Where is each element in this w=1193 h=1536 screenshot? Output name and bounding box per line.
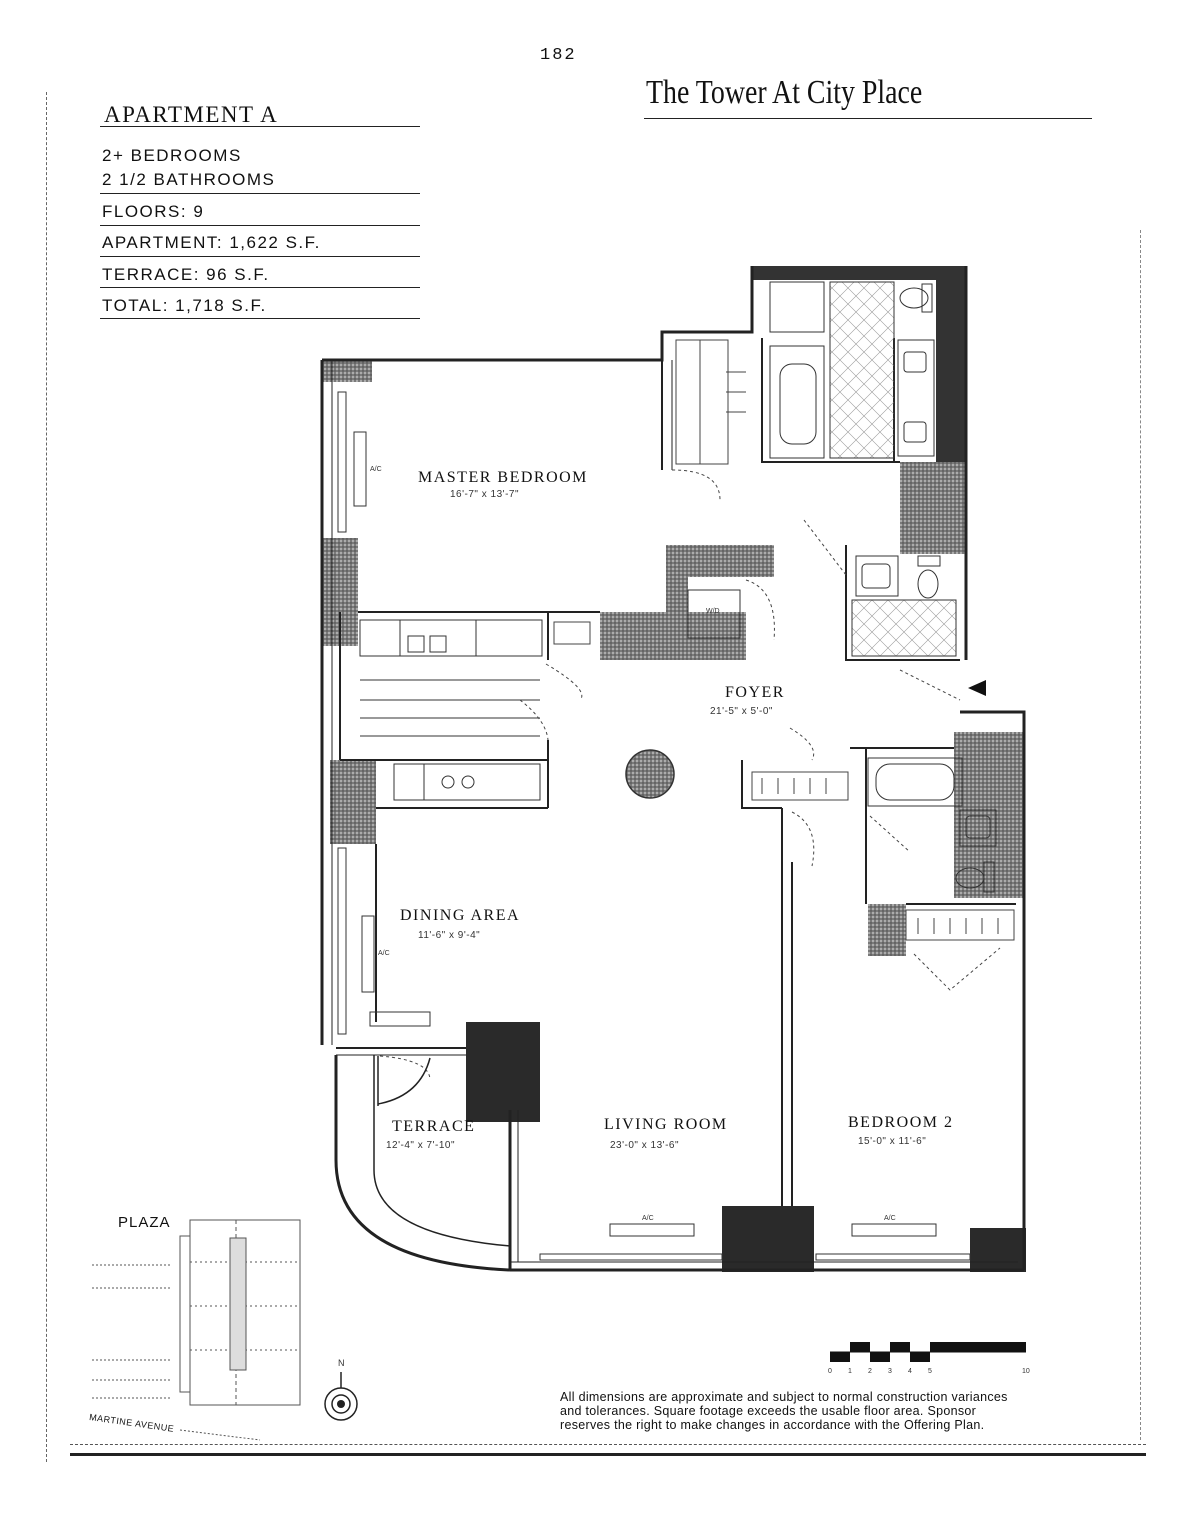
- ac-units: [353, 431, 937, 1237]
- total-area: TOTAL: 1,718 S.F.: [102, 296, 267, 315]
- round-column: [625, 749, 675, 799]
- ac-label: A/C: [642, 1215, 654, 1222]
- dining-area-dims: 11'-6" x 9'-4": [418, 930, 481, 941]
- spec-divider: [100, 287, 420, 288]
- structural-columns: [322, 266, 1026, 1272]
- scale-tick: 4: [908, 1368, 912, 1375]
- scale-tick: 10: [1022, 1368, 1030, 1375]
- bedroom-2-label: BEDROOM 2: [848, 1114, 954, 1131]
- bottom-dashed-rule: [70, 1444, 1146, 1445]
- spec-divider: [100, 126, 420, 127]
- bathrooms-count: 2 1/2 BATHROOMS: [102, 170, 276, 189]
- foyer-dims: 21'-5" x 5'-0": [710, 706, 773, 717]
- disclaimer-line: All dimensions are approximate and subje…: [560, 1390, 1008, 1404]
- terrace-area: TERRACE: 96 S.F.: [102, 265, 270, 284]
- master-bedroom-label: MASTER BEDROOM: [418, 469, 588, 486]
- door-swings: [379, 469, 1001, 1081]
- disclaimer: All dimensions are approximate and subje…: [560, 1390, 1130, 1432]
- compass-north-label: N: [338, 1358, 345, 1368]
- disclaimer-line: and tolerances. Square footage exceeds t…: [560, 1404, 977, 1418]
- living-room-dims: 23'-0" x 13'-6": [610, 1140, 680, 1151]
- page-number: 182: [540, 46, 577, 65]
- scale-bar: [830, 1342, 1026, 1362]
- key-plan: [92, 1219, 301, 1441]
- closets: [553, 339, 1015, 941]
- scale-tick: 1: [848, 1368, 852, 1375]
- windows: [337, 391, 971, 1261]
- scale-tick: 2: [868, 1368, 872, 1375]
- kitchen: [359, 589, 741, 801]
- entry-arrow-icon: [968, 680, 986, 696]
- ac-label: A/C: [884, 1215, 896, 1222]
- terrace-door-swing: [377, 1057, 431, 1105]
- ac-label: A/C: [370, 466, 382, 473]
- living-room-label: LIVING ROOM: [604, 1116, 728, 1133]
- interior-walls: [336, 338, 1016, 1206]
- floors-value: FLOORS: 9: [102, 202, 205, 221]
- master-bedroom-dims: 16'-7" x 13'-7": [450, 489, 520, 500]
- apartment-title: APARTMENT A: [104, 102, 279, 127]
- apartment-area: APARTMENT: 1,622 S.F.: [102, 233, 321, 252]
- foyer-label: FOYER: [725, 684, 785, 701]
- spec-divider: [100, 225, 420, 226]
- terrace-dims: 12'-4" x 7'-10": [386, 1140, 456, 1151]
- bedrooms-count: 2+ BEDROOMS: [102, 146, 242, 165]
- spec-divider: [100, 193, 420, 194]
- right-margin-line: [1140, 230, 1141, 1440]
- terrace-label: TERRACE: [392, 1118, 476, 1135]
- left-margin-line: [46, 92, 47, 1462]
- scale-tick: 0: [828, 1368, 832, 1375]
- bottom-rule: [70, 1453, 1146, 1456]
- plaza-label: PLAZA: [118, 1214, 171, 1231]
- washer-dryer-label: W/D: [706, 608, 720, 615]
- spec-divider: [100, 256, 420, 257]
- title-underline: [644, 118, 1092, 119]
- building-title: The Tower At City Place: [646, 74, 923, 111]
- exterior-walls: [320, 266, 1026, 1272]
- north-compass-icon: [324, 1372, 358, 1421]
- scale-tick: 5: [928, 1368, 932, 1375]
- scale-tick: 3: [888, 1368, 892, 1375]
- bedroom-2-dims: 15'-0" x 11'-6": [858, 1136, 927, 1147]
- disclaimer-line: reserves the right to make changes in ac…: [560, 1418, 985, 1432]
- dining-area-label: DINING AREA: [400, 907, 521, 924]
- bathroom-fixtures: [769, 281, 997, 893]
- spec-divider: [100, 318, 420, 319]
- ac-label: A/C: [378, 950, 390, 957]
